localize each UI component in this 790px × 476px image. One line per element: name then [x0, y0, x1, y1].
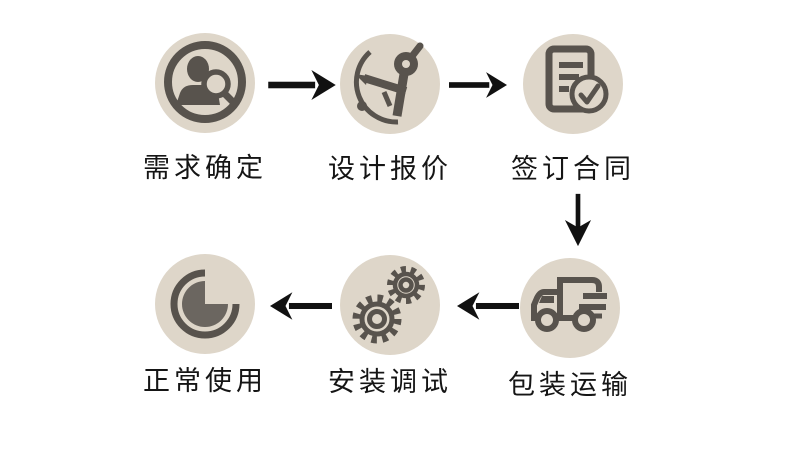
step-circle [340, 255, 440, 355]
step-circle [523, 34, 623, 134]
user-search-icon [164, 41, 246, 123]
contract-check-icon [545, 45, 609, 114]
arrow-left-icon [457, 292, 519, 320]
step-circle [155, 254, 255, 354]
step-label: 正常使用 [143, 366, 267, 396]
arrow-right-icon [267, 70, 337, 100]
pie-chart-icon [170, 269, 240, 339]
step-label: 需求确定 [143, 153, 267, 183]
gears-icon [352, 266, 425, 344]
step-requirements: 需求确定 [125, 33, 285, 184]
step-circle [520, 258, 620, 358]
step-label: 设计报价 [328, 154, 452, 184]
step-install-debug: 安装调试 [310, 255, 470, 398]
step-normal-use: 正常使用 [125, 254, 285, 397]
drafting-compass-icon [353, 42, 424, 125]
step-label: 包装运输 [508, 370, 632, 400]
step-sign-contract: 签订合同 [493, 34, 653, 185]
truck-icon [531, 277, 607, 332]
step-label: 签订合同 [511, 154, 635, 184]
step-label: 安装调试 [328, 367, 452, 397]
step-design-quote: 设计报价 [310, 34, 470, 185]
arrow-right-icon [449, 71, 507, 99]
arrow-left-icon [270, 292, 332, 320]
step-circle [340, 34, 440, 134]
step-packing-shipping: 包装运输 [490, 258, 650, 401]
arrow-down-icon [564, 193, 592, 247]
step-circle [155, 33, 255, 133]
